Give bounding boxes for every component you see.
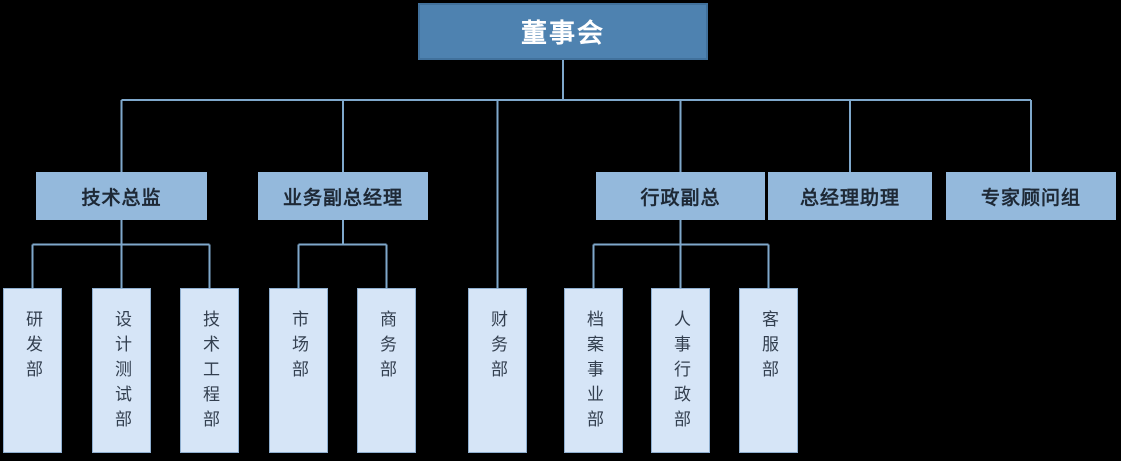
org-node-tech-engineering-dept[interactable]: 技术工程部 <box>180 288 239 453</box>
org-node-commerce-dept[interactable]: 商务部 <box>357 288 416 453</box>
org-node-design-testing-dept[interactable]: 设计测试部 <box>92 288 151 453</box>
org-node-business-deputy-gm[interactable]: 业务副总经理 <box>258 172 428 220</box>
org-node-board[interactable]: 董事会 <box>418 3 708 60</box>
org-node-business-deputy-gm-label: 业务副总经理 <box>282 187 403 209</box>
org-node-customer-service-dept[interactable]: 客服部 <box>739 288 798 453</box>
org-node-gm-assistant-label: 总经理助理 <box>799 187 900 209</box>
connector-business-subtree <box>297 220 388 288</box>
org-node-commerce-dept-label: 商务部 <box>377 310 396 385</box>
connector-admin-subtree <box>592 220 770 288</box>
org-node-gm-assistant[interactable]: 总经理助理 <box>768 172 932 220</box>
org-node-marketing-dept[interactable]: 市场部 <box>269 288 328 453</box>
org-node-admin-deputy-gm[interactable]: 行政副总 <box>596 172 765 220</box>
org-node-finance-dept[interactable]: 财务部 <box>468 288 527 453</box>
org-node-board-label: 董事会 <box>520 18 605 48</box>
org-node-tech-director-label: 技术总监 <box>81 187 162 209</box>
connector-bus-to-managers <box>120 100 1032 172</box>
org-node-tech-engineering-dept-label: 技术工程部 <box>200 310 219 435</box>
org-node-customer-service-dept-label: 客服部 <box>759 310 778 385</box>
org-node-archives-dept[interactable]: 档案事业部 <box>564 288 623 453</box>
org-node-finance-dept-label: 财务部 <box>488 310 507 385</box>
org-node-hr-admin-dept-label: 人事行政部 <box>671 310 690 435</box>
connector-tech-subtree <box>31 220 211 288</box>
org-node-rd-dept-label: 研发部 <box>23 310 42 385</box>
org-node-design-testing-dept-label: 设计测试部 <box>112 310 131 435</box>
org-node-hr-admin-dept[interactable]: 人事行政部 <box>651 288 710 453</box>
org-node-tech-director[interactable]: 技术总监 <box>36 172 207 220</box>
org-node-admin-deputy-gm-label: 行政副总 <box>640 187 721 209</box>
org-node-archives-dept-label: 档案事业部 <box>584 310 603 435</box>
org-node-rd-dept[interactable]: 研发部 <box>3 288 62 453</box>
org-node-marketing-dept-label: 市场部 <box>289 310 308 385</box>
org-node-expert-advisors-label: 专家顾问组 <box>980 187 1081 209</box>
org-node-expert-advisors[interactable]: 专家顾问组 <box>946 172 1116 220</box>
